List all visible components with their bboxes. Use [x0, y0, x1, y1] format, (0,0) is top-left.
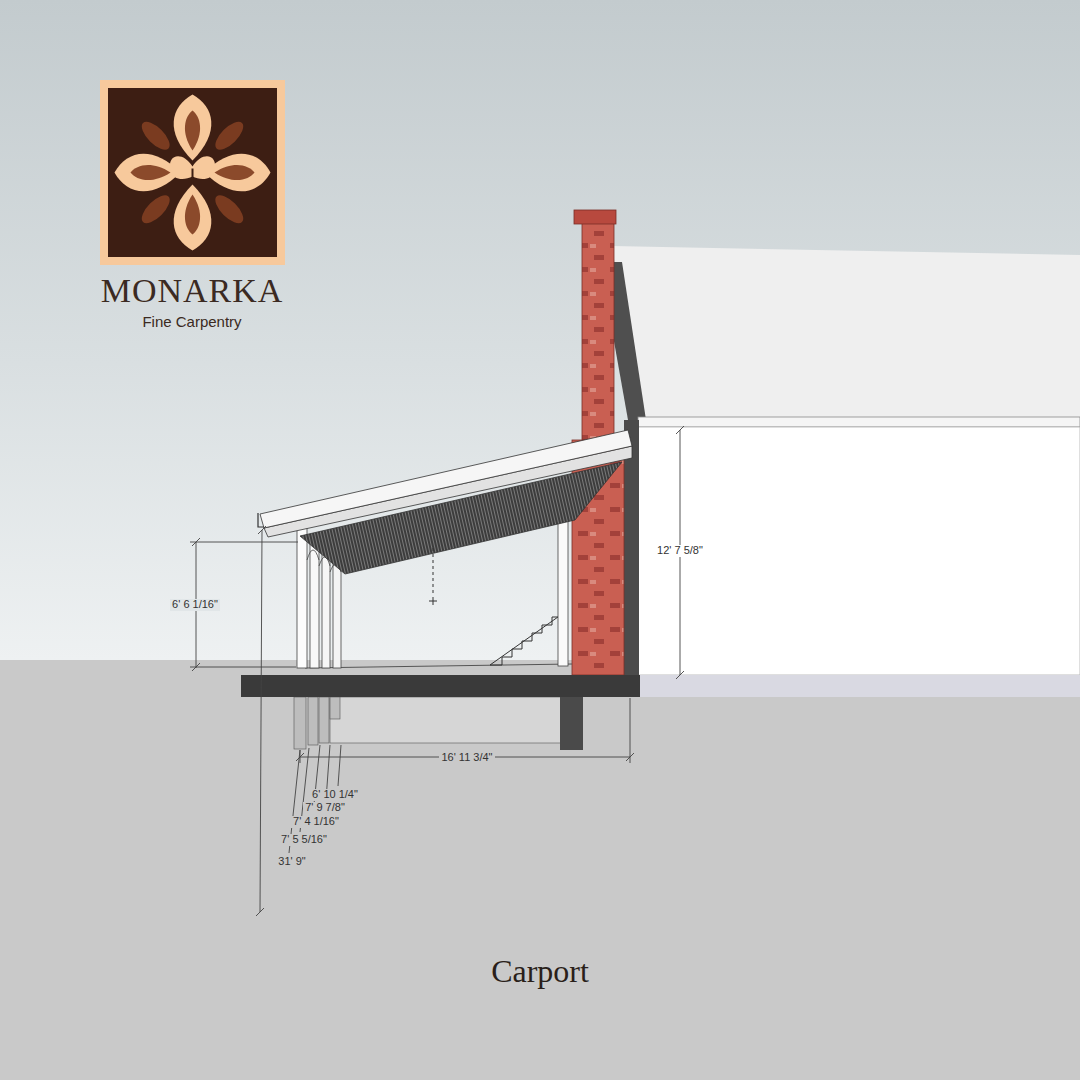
floor-line: [305, 664, 572, 668]
house-wall: [638, 427, 1080, 675]
house-roof: [612, 246, 1080, 420]
extension-line: [190, 667, 296, 668]
stair-stringer: [490, 612, 565, 665]
caption: Carport: [491, 955, 589, 989]
post: [310, 542, 319, 668]
logo-petal: [131, 165, 171, 180]
roof-edge: [612, 262, 646, 420]
dimension-label: 7' 5 5/16": [279, 834, 329, 846]
brand-tagline: Fine Carpentry: [142, 314, 241, 330]
logo-petal: [211, 191, 248, 228]
logo-petal: [185, 111, 200, 151]
dimension-label: 16' 11 3/4": [439, 752, 494, 764]
pier: [560, 697, 583, 750]
pier: [319, 697, 329, 743]
logo-leaf: [174, 185, 212, 251]
logo-petal: [211, 117, 248, 154]
stairs: [490, 609, 562, 665]
house-foundation: [640, 675, 1080, 697]
gutter: [258, 513, 264, 527]
dimension-line: [260, 530, 262, 912]
slab: [241, 675, 640, 697]
dimension-label: 12' 7 5/8": [655, 545, 705, 557]
extension-line: [630, 698, 631, 763]
center-mark: [429, 597, 437, 605]
carport-roof: [260, 430, 632, 528]
logo-petal: [215, 165, 255, 180]
logo-frame: [100, 80, 285, 265]
dimension-label: 31' 9": [276, 856, 307, 868]
pier: [330, 697, 340, 719]
dimension-line: [338, 745, 341, 786]
dimension-label: 6' 10 1/4": [310, 789, 360, 801]
dimension-label: 6' 6 1/16": [170, 599, 220, 611]
chimney-stack: [582, 222, 614, 444]
ground: [0, 660, 1080, 1080]
logo: [100, 80, 285, 265]
post: [322, 550, 330, 668]
post: [558, 518, 568, 666]
fascia: [264, 446, 632, 537]
pier: [308, 697, 318, 745]
foundation-wall: [330, 697, 562, 743]
pier: [294, 697, 306, 749]
logo-leaf: [115, 154, 181, 192]
dimension-label: 7' 4 1/16": [291, 816, 341, 828]
logo-leaf: [174, 95, 212, 161]
logo-ornament: [115, 95, 271, 251]
post: [333, 556, 341, 668]
logo-petal: [137, 117, 174, 154]
dimension-label: 7' 9 7/8": [303, 802, 347, 814]
logo-butterfly-body: [192, 169, 194, 183]
brand-name: MONARKA: [101, 273, 284, 309]
logo-leaf: [205, 154, 271, 192]
eave: [638, 417, 1080, 427]
extension-line: [190, 542, 298, 543]
dimension-tick: [256, 526, 266, 916]
logo-petal: [137, 191, 174, 228]
chimney-cap: [574, 210, 616, 224]
logo-field: [108, 88, 277, 257]
center-line: [433, 548, 434, 596]
post: [297, 528, 307, 668]
dimension-lines: [190, 426, 684, 916]
logo-petal: [185, 195, 200, 235]
